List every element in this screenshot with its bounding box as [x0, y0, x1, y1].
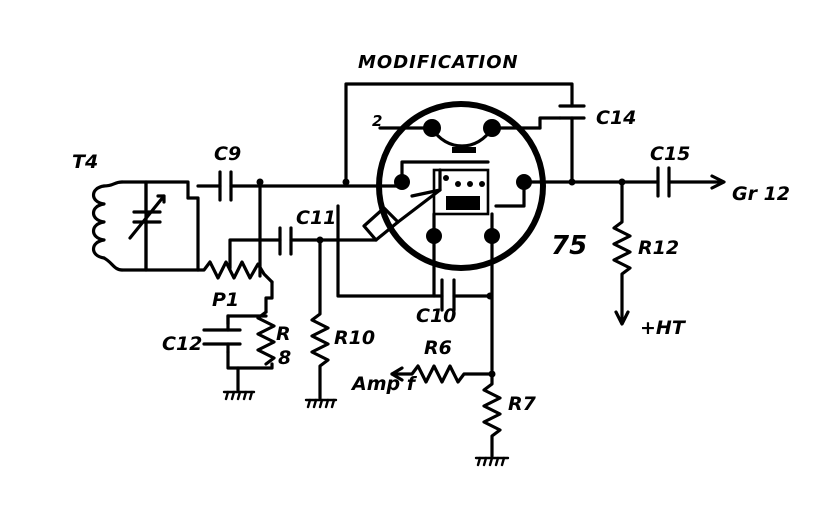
grid-cap-wire [396, 188, 442, 224]
ground-r7 [474, 456, 510, 467]
modification-loop-wire [344, 82, 574, 184]
label-c9: C9 [214, 143, 241, 165]
label-r10: R10 [334, 327, 375, 349]
capacitor-c11 [278, 226, 293, 256]
label-pin-2: 2 [372, 112, 382, 130]
label-ampf: Amp f [350, 373, 418, 395]
cathode-route-wire [336, 204, 444, 298]
label-c14: C14 [596, 107, 636, 129]
label-r6: R6 [424, 337, 452, 359]
label-r12: R12 [638, 237, 679, 259]
variable-capacitor [128, 180, 166, 272]
ampf-arrow [390, 366, 404, 382]
label-r8-r: R [276, 323, 291, 345]
ground-r10 [304, 398, 338, 409]
ground-c12 [222, 390, 256, 401]
resistor-r6 [390, 364, 494, 384]
transformer-t4 [91, 180, 124, 272]
label-gr12: Gr 12 [732, 183, 790, 205]
title-modification: MODIFICATION [358, 52, 519, 73]
p1-wiper-wire [228, 238, 282, 270]
label-c15: C15 [650, 143, 690, 165]
label-ht: +HT [640, 317, 687, 339]
label-r8-8: 8 [278, 347, 291, 369]
label-t4: T4 [72, 151, 98, 173]
resistor-r10 [310, 238, 330, 400]
label-c10: C10 [416, 305, 456, 327]
capacitor-c15 [656, 166, 671, 198]
output-arrow [710, 174, 726, 190]
capacitor-c12 [202, 314, 242, 354]
grid-cap-lead [362, 206, 400, 242]
resistor-r12 [612, 180, 632, 324]
label-p1: P1 [212, 289, 239, 311]
resistor-r8 [256, 310, 276, 366]
capacitor-c14 [558, 104, 586, 120]
ht-arrow [614, 310, 630, 326]
capacitor-c9 [218, 170, 233, 202]
label-r7: R7 [508, 393, 537, 415]
label-c12: C12 [162, 333, 202, 355]
c14-wire [538, 116, 562, 130]
c9-input-wire [186, 196, 200, 272]
label-tube-75: 75 [551, 231, 587, 261]
resistor-r7 [482, 372, 502, 458]
tube-75 [376, 101, 546, 271]
label-c11: C11 [296, 207, 336, 229]
